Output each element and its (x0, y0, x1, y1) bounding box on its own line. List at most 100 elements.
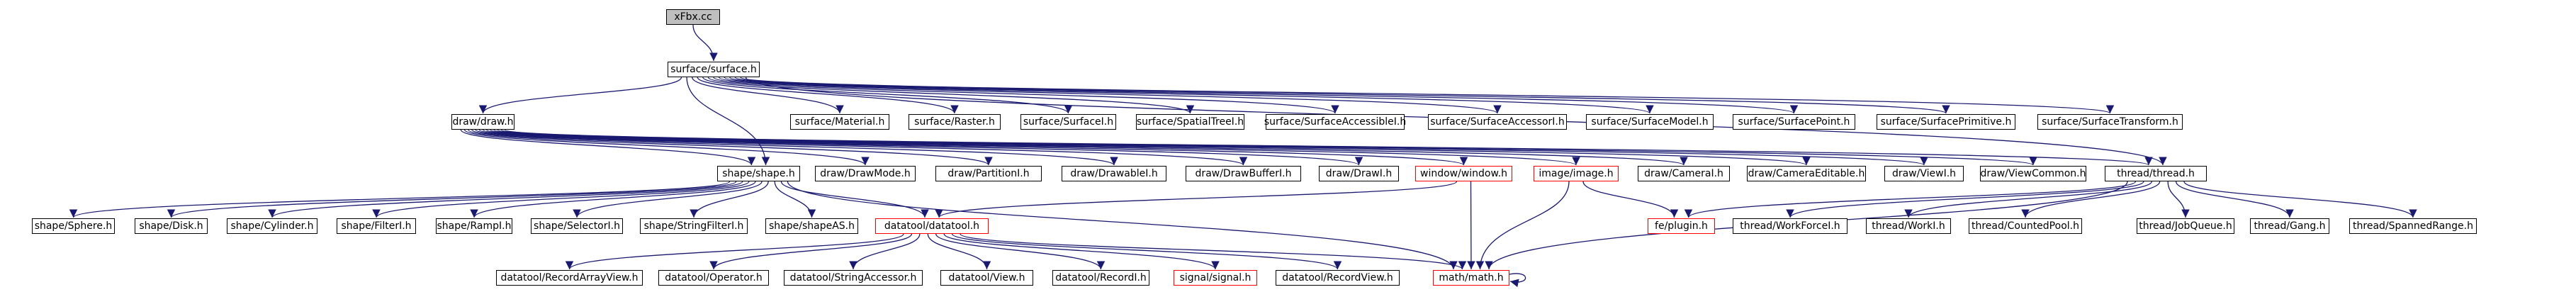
edge-surface-to-draw (478, 77, 682, 114)
edge-datatool-to-dt_operator (709, 233, 913, 270)
edge-draw-to-window (482, 129, 1468, 166)
edge-draw-to-draw_camerai (490, 129, 1688, 166)
node-xfbx-cc: xFbx.cc (666, 9, 720, 25)
edge-shape-to-shape_filteri (372, 181, 750, 218)
edge-surface-to-surface_model (724, 77, 1654, 114)
node-draw-drawi-h[interactable]: draw/DrawI.h (1319, 166, 1399, 181)
node-shape-disk-h[interactable]: shape/Disk.h (135, 218, 208, 234)
edge-draw-to-draw_partitioni (468, 129, 993, 166)
node-thread-thread-h[interactable]: thread/thread.h (2105, 166, 2207, 181)
node-draw-camerai-h[interactable]: draw/CameraI.h (1638, 166, 1730, 181)
edge-thread-to-thread_worki (1904, 181, 2152, 218)
edge-math-to-math (1509, 273, 1526, 288)
node-surface-surfacei-h[interactable]: surface/SurfaceI.h (1020, 114, 1116, 130)
edge-surface-to-surface_point (729, 77, 1798, 114)
node-datatool-recordi-h[interactable]: datatool/RecordI.h (1052, 270, 1149, 286)
edge-draw-to-image (486, 129, 1580, 166)
edge-draw-to-shape (460, 129, 756, 166)
node-datatool-datatool-h[interactable]: datatool/datatool.h (875, 218, 989, 234)
node-draw-drawablei-h[interactable]: draw/DrawableI.h (1062, 166, 1166, 181)
edge-draw-to-draw_drawablei (471, 129, 1118, 166)
edge-thread-to-thread_countedpool (2021, 181, 2161, 218)
edge-surface-to-surface_accessort (718, 77, 1502, 114)
edge-shape-to-math (787, 181, 1458, 270)
node-surface-surfaceprimitive-h[interactable]: surface/SurfacePrimitive.h (1877, 114, 2015, 130)
node-shape-selectori-h[interactable]: shape/SelectorI.h (531, 218, 623, 234)
edge-xfbx-to-surface (692, 24, 718, 62)
edge-draw-to-draw_drawi (478, 129, 1363, 166)
node-surface-surfaceaccessori-h[interactable]: surface/SurfaceAccessorI.h (1428, 114, 1567, 130)
node-draw-viewi-h[interactable]: draw/ViewI.h (1884, 166, 1964, 181)
node-thread-workforcei-h[interactable]: thread/WorkForceI.h (1733, 218, 1847, 234)
edge-datatool-to-math (960, 233, 1467, 270)
edge-datatool-to-dt_recordarrayview (565, 233, 904, 270)
node-shape-stringfilteri-h[interactable]: shape/StringFilterI.h (640, 218, 748, 234)
node-surface-raster-h[interactable]: surface/Raster.h (909, 114, 1001, 130)
edge-surface-to-surface_transform (740, 77, 2114, 114)
edge-datatool-to-signal (943, 233, 1220, 270)
node-window-window-h[interactable]: window/window.h (1415, 166, 1512, 181)
node-image-image-h[interactable]: image/image.h (1534, 166, 1619, 181)
edge-shape-to-shape_shapeas (774, 181, 816, 218)
edge-surface-to-surface_accessiblei (713, 77, 1339, 114)
node-shape-sphere-h[interactable]: shape/Sphere.h (32, 218, 115, 234)
node-datatool-view-h[interactable]: datatool/View.h (940, 270, 1033, 286)
edge-thread-to-fe_plugin (1684, 181, 2137, 218)
node-thread-spannedrange-h[interactable]: thread/SpannedRange.h (2349, 218, 2477, 234)
node-fe-plugin-h[interactable]: fe/plugin.h (1648, 218, 1715, 234)
edge-datatool-to-dt_view (927, 233, 991, 270)
edge-surface-to-surface_raster (697, 77, 959, 114)
edge-surface-to-surface_primitive (734, 77, 1950, 114)
node-draw-cameraeditable-h[interactable]: draw/CameraEditable.h (1747, 166, 1866, 181)
edge-shape-to-shape_stringfilteri (690, 181, 769, 218)
edge-thread-to-thread_workforcei (1786, 181, 2144, 218)
node-surface-surface-h[interactable]: surface/surface.h (668, 62, 760, 77)
edge-surface-to-surface_surfacei (702, 77, 1073, 114)
node-surface-surfacetransform-h[interactable]: surface/SurfaceTransform.h (2037, 114, 2183, 130)
edge-window-to-datatool (935, 181, 1458, 218)
node-draw-partitioni-h[interactable]: draw/PartitionI.h (935, 166, 1042, 181)
node-thread-worki-h[interactable]: thread/WorkI.h (1866, 218, 1951, 234)
edge-draw-to-draw_drawbufferi (475, 129, 1247, 166)
node-datatool-recordview-h[interactable]: datatool/RecordView.h (1276, 270, 1400, 286)
node-shape-rampi-h[interactable]: shape/RampI.h (436, 218, 512, 234)
node-draw-drawmode-h[interactable]: draw/DrawMode.h (815, 166, 916, 181)
edge-surface-to-surface_material (692, 77, 844, 114)
edge-image-to-fe_plugin (1582, 181, 1679, 218)
node-draw-viewcommon-h[interactable]: draw/ViewCommon.h (1980, 166, 2086, 181)
edge-surface-to-shape (686, 77, 770, 166)
node-thread-countedpool-h[interactable]: thread/CountedPool.h (1969, 218, 2082, 234)
node-datatool-operator-h[interactable]: datatool/Operator.h (658, 270, 769, 286)
node-datatool-stringaccessor-h[interactable]: datatool/StringAccessor.h (784, 270, 923, 286)
edge-datatool-to-dt_recordview (951, 233, 1342, 270)
node-surface-surfacepoint-h[interactable]: surface/SurfacePoint.h (1733, 114, 1855, 130)
node-surface-surfacemodel-h[interactable]: surface/SurfaceModel.h (1586, 114, 1714, 130)
node-surface-surfaceaccessiblei-h[interactable]: surface/SurfaceAccessibleI.h (1264, 114, 1406, 130)
node-shape-filteri-h[interactable]: shape/FilterI.h (337, 218, 416, 234)
edge-surface-to-surface_spatialtreei (707, 77, 1195, 114)
edge-thread-to-thread_gang (2175, 181, 2294, 218)
edge-image-to-math (1475, 181, 1570, 270)
node-shape-shapeas-h[interactable]: shape/shapeAS.h (765, 218, 858, 234)
node-shape-shape-h[interactable]: shape/shape.h (717, 166, 800, 181)
edge-shape-to-shape_sphere (69, 181, 731, 218)
edge-window-to-math (1467, 181, 1475, 270)
edge-shape-to-shape_cylinder (268, 181, 743, 218)
edge-thread-to-thread_spannedrange (2183, 181, 2417, 218)
node-draw-draw-h[interactable]: draw/draw.h (451, 114, 514, 130)
edge-datatool-to-dt_stringaccessor (849, 233, 921, 270)
node-datatool-recordarrayview-h[interactable]: datatool/RecordArrayView.h (496, 270, 643, 286)
node-draw-drawbufferi-h[interactable]: draw/DrawBufferI.h (1186, 166, 1301, 181)
edge-thread-to-thread_jobqueue (2167, 181, 2190, 218)
edge-shape-to-shape_selectori (573, 181, 763, 218)
node-signal-signal-h[interactable]: signal/signal.h (1174, 270, 1257, 286)
node-math-math-h[interactable]: math/math.h (1433, 270, 1509, 286)
node-thread-jobqueue-h[interactable]: thread/JobQueue.h (2137, 218, 2234, 234)
node-shape-cylinder-h[interactable]: shape/Cylinder.h (227, 218, 317, 234)
node-surface-material-h[interactable]: surface/Material.h (790, 114, 889, 130)
node-thread-gang-h[interactable]: thread/Gang.h (2250, 218, 2329, 234)
edge-datatool-to-dt_recordi (935, 233, 1106, 270)
node-surface-spatialtreei-h[interactable]: surface/SpatialTreeI.h (1136, 114, 1244, 130)
edge-shape-to-shape_rampi (470, 181, 756, 218)
